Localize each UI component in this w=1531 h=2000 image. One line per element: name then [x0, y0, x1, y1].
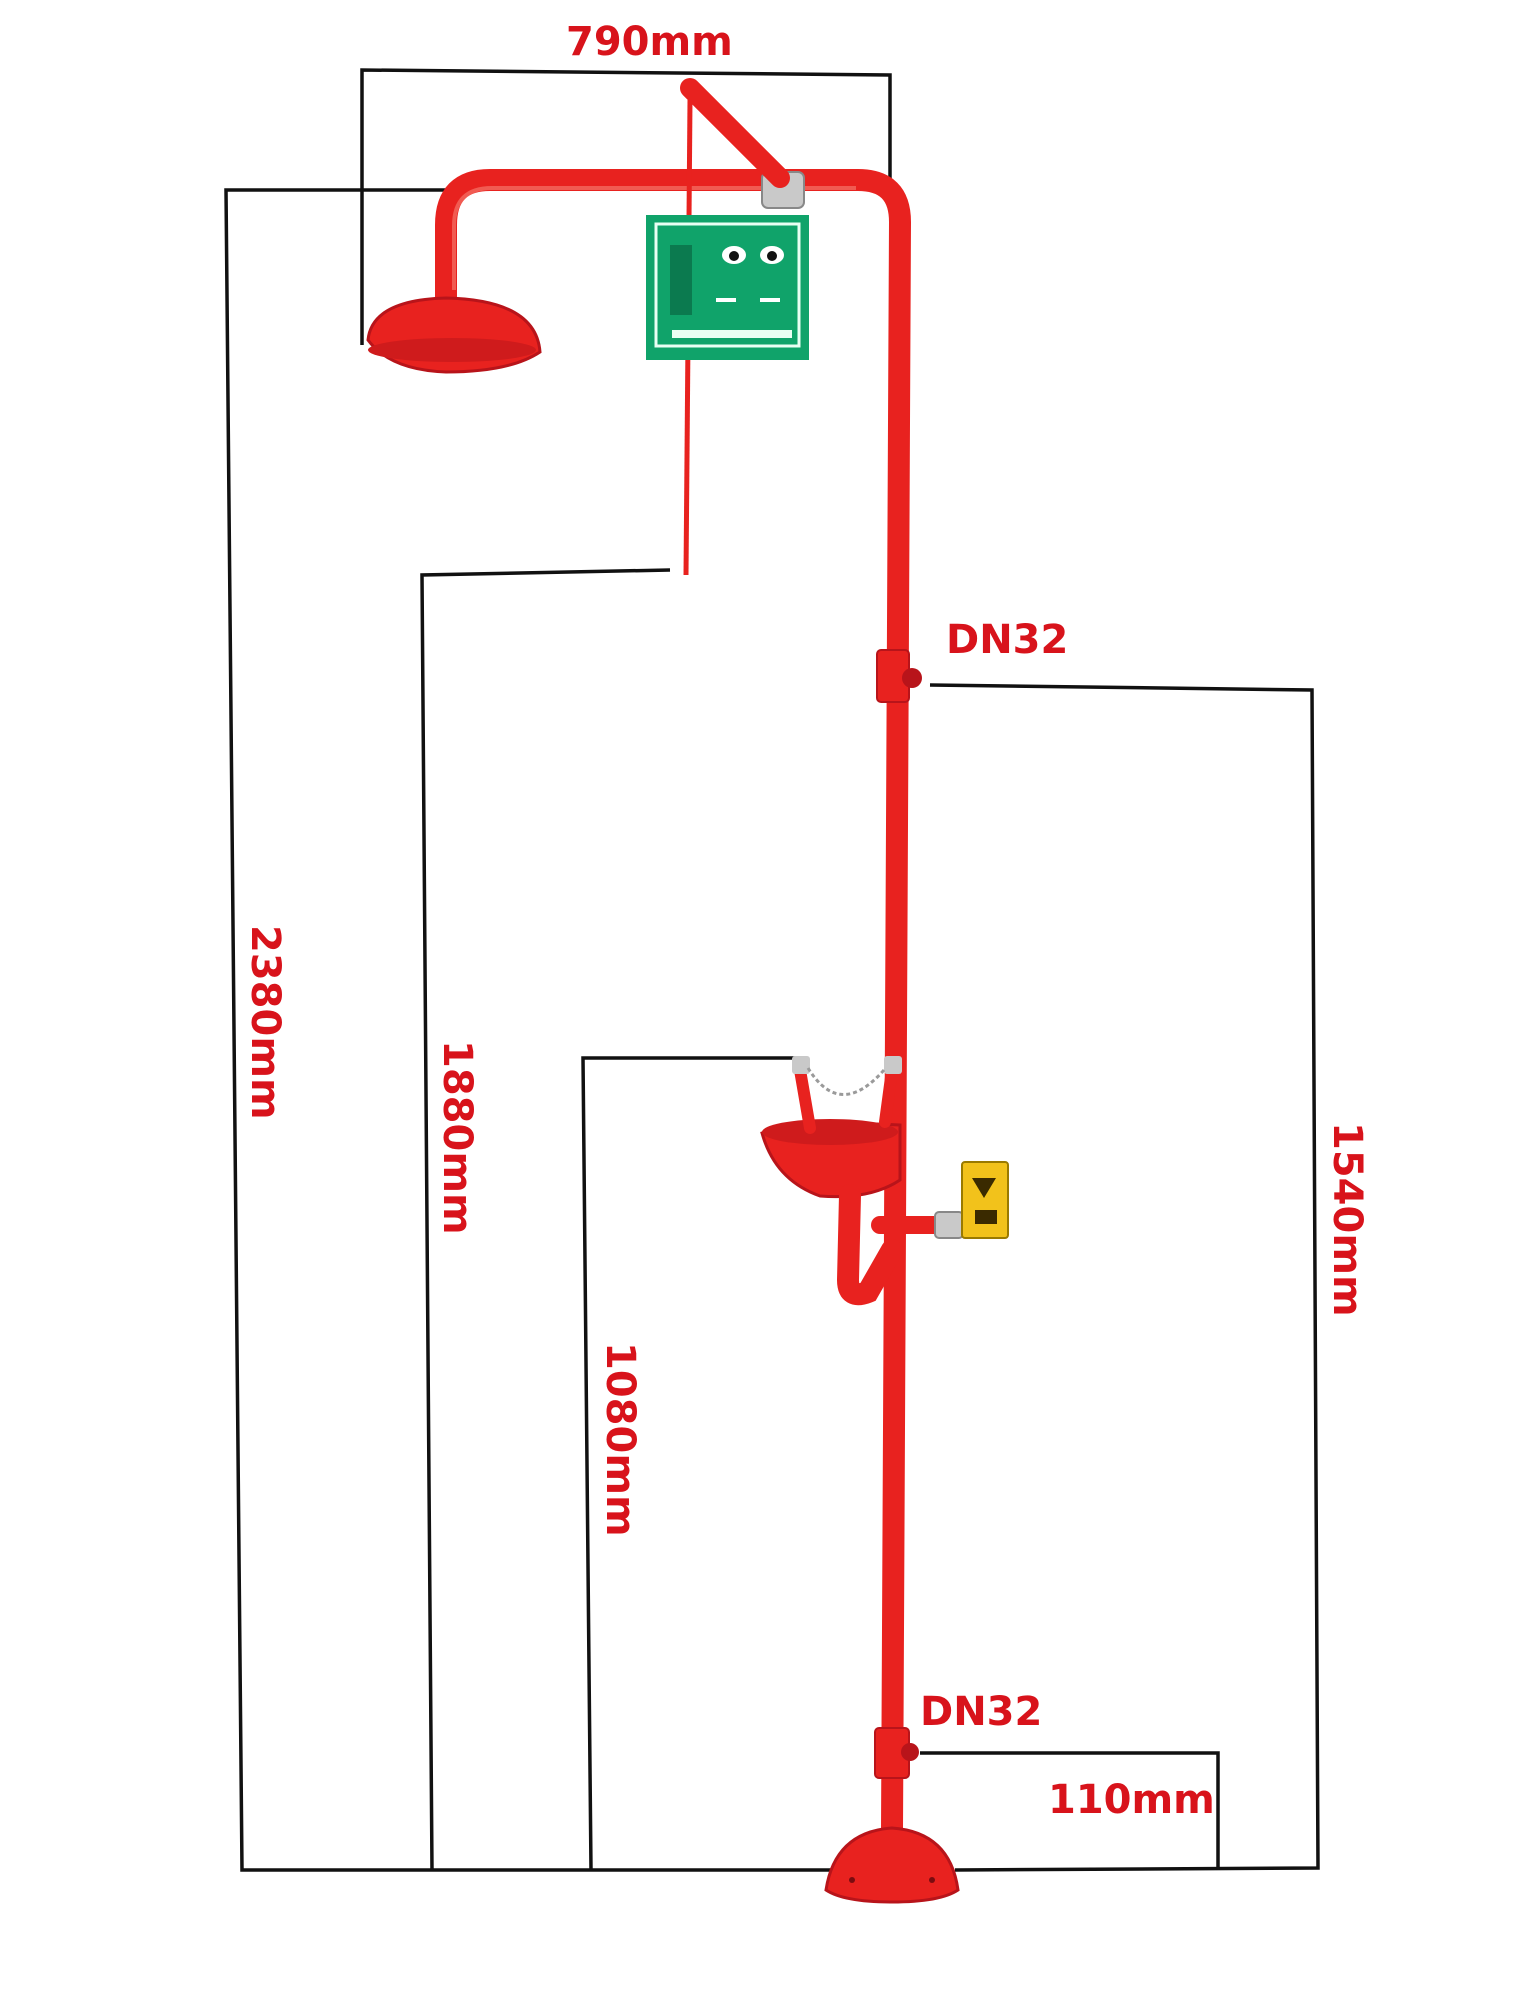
pull-rod-height-label: 1880mm — [434, 1040, 480, 1235]
right-nozzle-cap — [884, 1056, 902, 1074]
eyewash-nozzle-right — [879, 1064, 898, 1128]
width-dimension-line — [360, 68, 892, 345]
floor-base — [824, 1826, 960, 1904]
pull-rod-height-dimension-line — [420, 568, 671, 1871]
shower-pull-lever — [680, 78, 790, 188]
eyewash-bowl-rim — [762, 1119, 898, 1145]
shower-head-rim — [368, 338, 536, 362]
total-height-label: 2380mm — [242, 925, 288, 1120]
total-height-dimension-line — [224, 188, 835, 1872]
bowl-height-label: 1080mm — [597, 1342, 643, 1537]
base-bolt-left — [849, 1877, 855, 1883]
eyewash-nozzle-left — [794, 1064, 816, 1134]
overhead-pipe-highlight — [452, 186, 856, 290]
lower-inlet-label: DN32 — [920, 1689, 1043, 1735]
inlet-height-dimension-line — [929, 683, 1320, 1872]
left-nozzle-cap — [792, 1056, 810, 1074]
upper-inlet-label: DN32 — [946, 617, 1069, 663]
base-bolt-right — [929, 1877, 935, 1883]
dimension-lines — [224, 68, 1320, 1872]
push-valve-coupling — [934, 1211, 964, 1239]
upper-inlet-port — [902, 668, 922, 688]
emergency-shower-unit — [366, 78, 1009, 1904]
inlet-height-label: 1540mm — [1324, 1122, 1370, 1317]
width-label: 790mm — [566, 19, 733, 65]
nozzle-chain — [806, 1067, 886, 1096]
base-offset-dimension-line — [920, 1751, 1220, 1870]
overhead-pipe — [435, 169, 912, 1841]
push-valve-warning-label-icon — [961, 1161, 1009, 1239]
emergency-eyewash-sign-icon — [646, 215, 809, 360]
bowl-height-dimension-line — [581, 1056, 795, 1871]
base-offset-label: 110mm — [1048, 1777, 1215, 1823]
lower-inlet-port — [901, 1743, 919, 1761]
eyewash-drain-pipe — [836, 1184, 903, 1306]
